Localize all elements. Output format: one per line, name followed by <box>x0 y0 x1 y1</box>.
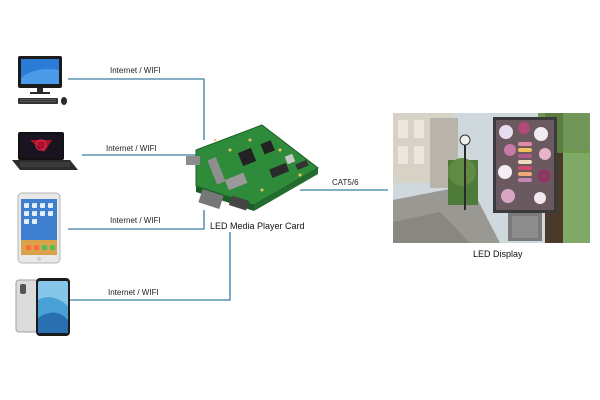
laptop-link-label: Internet / WIFI <box>106 144 157 153</box>
player-card-label: LED Media Player Card <box>210 221 305 231</box>
led-display-label: LED Display <box>473 249 523 259</box>
desktop-computer-icon <box>18 56 67 105</box>
street-billboard-photo <box>393 113 590 243</box>
circuit-board-icon <box>186 124 319 211</box>
desktop-link-line <box>68 78 205 140</box>
tablet-link-label: Internet / WIFI <box>110 216 161 225</box>
phone-link-line <box>70 232 231 301</box>
smartphone-icon <box>15 278 70 336</box>
tablet-link-line <box>68 210 205 230</box>
tablet-icon <box>17 192 61 264</box>
laptop-icon <box>12 132 78 170</box>
connector-lines <box>68 78 388 301</box>
desktop-link-label: Internet / WIFI <box>110 66 161 75</box>
phone-link-label: Internet / WIFI <box>108 288 159 297</box>
cat-link-label: CAT5/6 <box>332 178 359 187</box>
